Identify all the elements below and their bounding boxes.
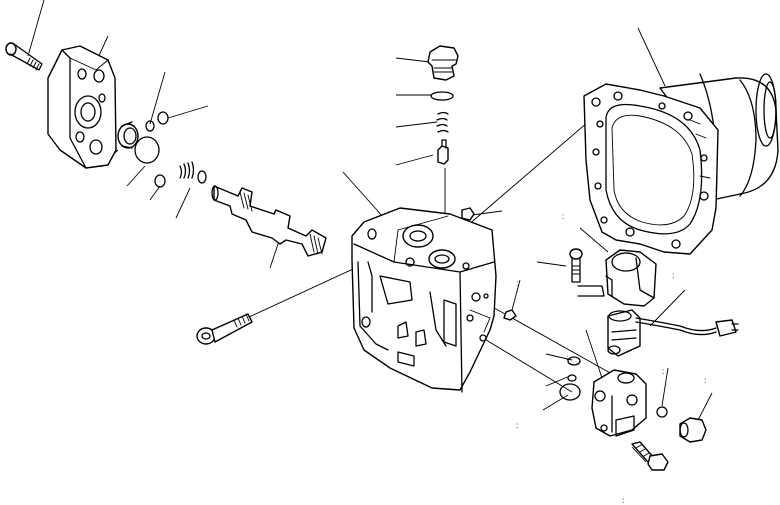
solenoid-coil: [577, 249, 657, 307]
callout-markers: : : : : : : : :: [516, 212, 706, 505]
callout-marker: :: [562, 212, 564, 221]
callout-marker: :: [566, 353, 568, 362]
plug-spring: [436, 111, 449, 133]
callout-marker: :: [704, 376, 706, 385]
o-ring-valve: [567, 374, 577, 382]
callout-marker: :: [662, 367, 664, 376]
cap-screw: [569, 248, 583, 283]
valve-block-small: [591, 369, 647, 437]
poppet: [437, 139, 449, 165]
o-ring-large: [134, 136, 160, 164]
o-ring-small: [157, 111, 169, 125]
motor-housing: [583, 73, 779, 255]
wire-harness: [635, 317, 739, 337]
valve-spool: [211, 185, 327, 257]
end-cover-plate: [47, 45, 117, 169]
solenoid-valve: [607, 309, 641, 357]
hex-plug: [679, 417, 707, 443]
callout-marker: :: [672, 271, 674, 280]
o-ring-valve: [567, 356, 581, 366]
spring: [179, 161, 207, 184]
valve-body: [351, 207, 497, 393]
seal-ring: [117, 121, 139, 149]
o-ring-valve: [559, 383, 581, 401]
flange-bolt: [631, 441, 669, 471]
callout-marker: :: [622, 496, 624, 505]
callout-marker: :: [516, 421, 518, 430]
relief-plug: [427, 45, 459, 81]
small-plug: [461, 207, 475, 221]
o-ring-valve: [656, 406, 668, 418]
mounting-bolt-left: [5, 42, 43, 71]
o-ring-plug: [430, 91, 454, 101]
long-bolt-lower: [196, 313, 253, 345]
small-plug: [503, 309, 517, 321]
o-ring-small: [145, 120, 155, 132]
callout-marker: :: [516, 279, 518, 288]
o-ring-small: [154, 174, 166, 188]
leader-lines: [27, 0, 713, 463]
